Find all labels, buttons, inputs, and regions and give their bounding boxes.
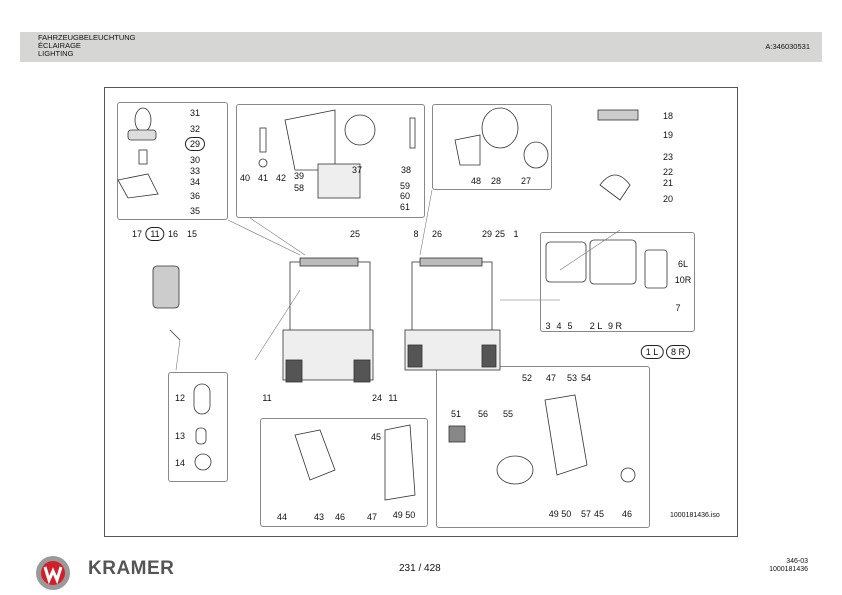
callout: 43 bbox=[313, 512, 325, 522]
callout: 4 bbox=[556, 321, 562, 331]
callout: 6L bbox=[677, 259, 689, 269]
callout: 45 bbox=[593, 509, 605, 519]
callout: 24 bbox=[371, 393, 383, 403]
callout: 49 50 bbox=[392, 510, 416, 520]
callout: 29 bbox=[481, 229, 493, 239]
callout: 30 bbox=[189, 155, 201, 165]
footer-code-1: 346-03 bbox=[786, 558, 808, 565]
detail-box-socket bbox=[260, 418, 428, 527]
callout: 26 bbox=[431, 229, 443, 239]
detail-box-bulbs bbox=[168, 372, 228, 482]
callout: 42 bbox=[275, 173, 287, 183]
callout: 7 bbox=[675, 303, 681, 313]
callout: 20 bbox=[662, 194, 674, 204]
callout: 37 bbox=[351, 165, 363, 175]
assembly-ref: A:346030531 bbox=[765, 42, 810, 51]
callout: 8 bbox=[413, 229, 419, 239]
callout: 11 bbox=[388, 393, 398, 403]
callout: 10R bbox=[674, 275, 692, 285]
callout: 17 bbox=[131, 229, 143, 239]
callout: 21 bbox=[662, 178, 674, 188]
detail-box-beacon bbox=[117, 102, 228, 220]
drawing-id: 1000181436.iso bbox=[670, 512, 720, 519]
footer-codes: 346-03 1000181436 bbox=[769, 558, 808, 574]
callout: 39 bbox=[293, 171, 305, 181]
callout: 49 50 bbox=[548, 509, 572, 519]
callout: 51 bbox=[450, 409, 462, 419]
callout: 25 bbox=[349, 229, 361, 239]
brand-name: KRAMER bbox=[88, 558, 175, 579]
callout: 41 bbox=[257, 173, 269, 183]
callout: 9 R bbox=[607, 321, 623, 331]
title-de: FAHRZEUGBELEUCHTUNG bbox=[38, 33, 136, 42]
footer-code-2: 1000181436 bbox=[769, 566, 808, 573]
parts-diagram-frame bbox=[104, 87, 738, 537]
callout: 3 bbox=[545, 321, 551, 331]
callout: 52 bbox=[521, 373, 533, 383]
callout: 19 bbox=[662, 130, 674, 140]
callout: 45 bbox=[370, 432, 382, 442]
callout: 48 bbox=[470, 176, 482, 186]
callout: 35 bbox=[189, 206, 201, 216]
callout: 60 bbox=[399, 191, 411, 201]
callout: 11 bbox=[262, 393, 272, 403]
callout: 32 bbox=[189, 124, 201, 134]
detail-box-rear-lamps bbox=[540, 232, 695, 332]
callout: 33 bbox=[189, 166, 201, 176]
callout: 12 bbox=[174, 393, 186, 403]
callout: 40 bbox=[239, 173, 251, 183]
callout: 34 bbox=[189, 177, 201, 187]
callout: 46 bbox=[621, 509, 633, 519]
callout: 28 bbox=[490, 176, 502, 186]
page-number: 231 / 428 bbox=[399, 563, 441, 574]
callout: 5 bbox=[567, 321, 573, 331]
callout: 1 bbox=[513, 229, 519, 239]
callout: 44 bbox=[276, 512, 288, 522]
callout: 13 bbox=[174, 431, 186, 441]
callout: 16 bbox=[167, 229, 179, 239]
callout: 47 bbox=[366, 512, 378, 522]
kramer-logo-icon bbox=[36, 556, 70, 590]
callout: 22 bbox=[662, 167, 674, 177]
callout: 54 bbox=[580, 373, 592, 383]
callout: 46 bbox=[334, 512, 346, 522]
callout: 36 bbox=[189, 191, 201, 201]
callout: 55 bbox=[502, 409, 514, 419]
callout: 47 bbox=[545, 373, 557, 383]
callout: 27 bbox=[520, 176, 532, 186]
detail-box-plate bbox=[436, 366, 650, 528]
callout: 25 bbox=[494, 229, 506, 239]
callout: 57 bbox=[580, 509, 592, 519]
detail-box-worklight bbox=[432, 104, 552, 190]
title-en: LIGHTING bbox=[38, 48, 74, 58]
callout: 38 bbox=[400, 165, 412, 175]
callout: 23 bbox=[662, 152, 674, 162]
title-fr: ÉCLAIRAGE bbox=[38, 40, 81, 50]
callout-circled: 29 bbox=[184, 137, 206, 151]
callout: 56 bbox=[477, 409, 489, 419]
callout: 2 L bbox=[589, 321, 603, 331]
callout-circled: 8 R bbox=[665, 345, 691, 359]
detail-box-bracket bbox=[236, 104, 425, 218]
callout: 18 bbox=[662, 111, 674, 121]
callout-circled: 1 L bbox=[640, 345, 664, 359]
callout: 14 bbox=[174, 458, 186, 468]
callout: 59 bbox=[399, 181, 411, 191]
callout: 61 bbox=[399, 202, 411, 212]
callout: 53 bbox=[566, 373, 578, 383]
page-header: FAHRZEUGBELEUCHTUNG ÉCLAIRAGE LIGHTING A… bbox=[20, 32, 822, 62]
callout-circled: 11 bbox=[145, 227, 165, 241]
callout: 58 bbox=[293, 183, 305, 193]
callout: 15 bbox=[186, 229, 198, 239]
header-titles: FAHRZEUGBELEUCHTUNG ÉCLAIRAGE LIGHTING bbox=[38, 34, 136, 57]
callout: 31 bbox=[189, 108, 201, 118]
